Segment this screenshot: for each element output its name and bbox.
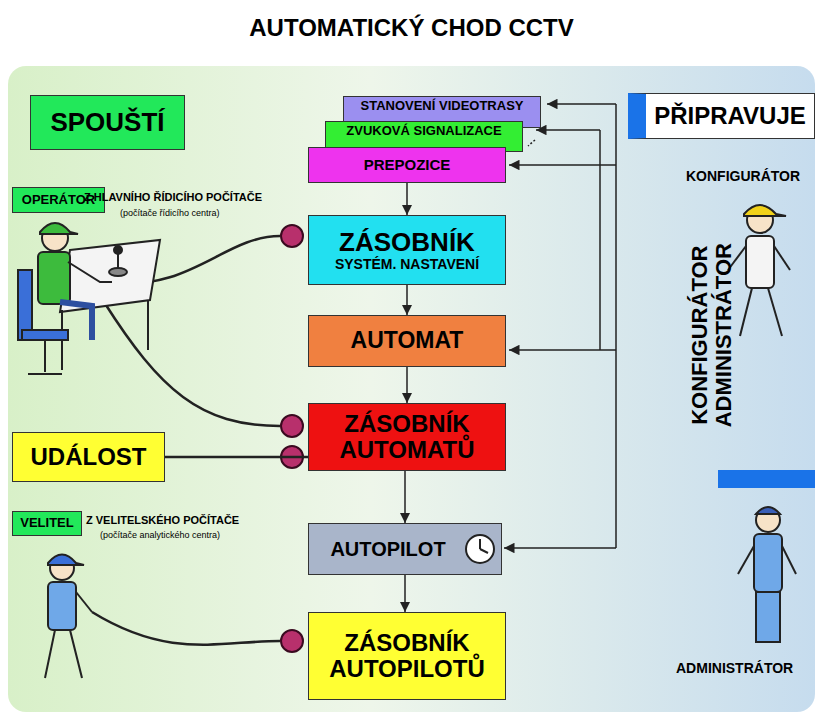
clock-icon [463,532,497,566]
flow-connector [404,471,406,523]
node-text: ZÁSOBNÍK AUTOPILOTŮ [315,630,499,683]
clock-hands [480,539,488,553]
preposition-card: PREPOZICE [308,147,506,183]
role-label: (počítače analytického centra) [100,530,220,540]
flow-connector [406,285,408,315]
prepare-box: PŘIPRAVUJE [628,93,815,139]
settings-stack: ZÁSOBNÍKSYSTÉM. NASTAVENÍ [308,215,506,285]
node-text: VELITEL [19,516,75,530]
commander-badge: VELITEL [12,511,82,536]
administrator-figure [738,507,796,642]
flow-connector [404,575,406,612]
flow-connector [406,367,408,403]
flow-connector [406,183,408,215]
role-label: Z VELITELSKÉHO POČÍTAČE [86,514,239,526]
node-text: ZÁSOBNÍK [315,228,499,257]
trigger-box: SPOUŠTÍ [30,95,185,150]
node-text: UDÁLOST [19,444,158,470]
node-text: PŘIPRAVUJE [652,103,808,129]
background-panel [8,66,815,712]
config-bus [504,104,616,548]
event-box: UDÁLOST [12,432,165,482]
role-label: ADMINISTRÁTOR [676,660,793,676]
node-text: STANOVENÍ VIDEOTRASY [350,99,534,113]
automat-stack: ZÁSOBNÍK AUTOMATŮ [308,403,506,471]
node-text: ZVUKOVÁ SIGNALIZACE [332,124,516,138]
node-text: PREPOZICE [315,157,499,174]
configurator-figure [728,205,790,336]
autopilot-box: AUTOPILOT [308,523,502,575]
diagram-title: AUTOMATICKÝ CHOD CCTV [0,14,823,42]
commander-figure [45,555,92,679]
role-label: Z HLAVNÍHO ŘÍDICÍHO POČÍTAČE [84,191,262,203]
blue-stripe [718,470,815,488]
autopilot-stack: ZÁSOBNÍK AUTOPILOTŮ [308,612,506,700]
connector-dots [281,225,303,652]
node-text: ZÁSOBNÍK AUTOMATŮ [315,411,499,464]
node-text: AUTOPILOT [315,538,461,560]
role-label: KONFIGURÁTOR [686,168,800,184]
node-text: SPOUŠTÍ [37,108,178,137]
automat-box: AUTOMAT [308,315,506,367]
vertical-role-label: KONFIGURÁTOR ADMINISTRÁTOR [688,235,736,435]
role-label: (počítače řídicího centra) [120,208,220,218]
node-text: SYSTÉM. NASTAVENÍ [315,257,499,272]
operator-figure [18,223,160,374]
clock-face [466,535,494,563]
flow-connector [165,456,308,459]
node-text: AUTOMAT [315,328,499,353]
